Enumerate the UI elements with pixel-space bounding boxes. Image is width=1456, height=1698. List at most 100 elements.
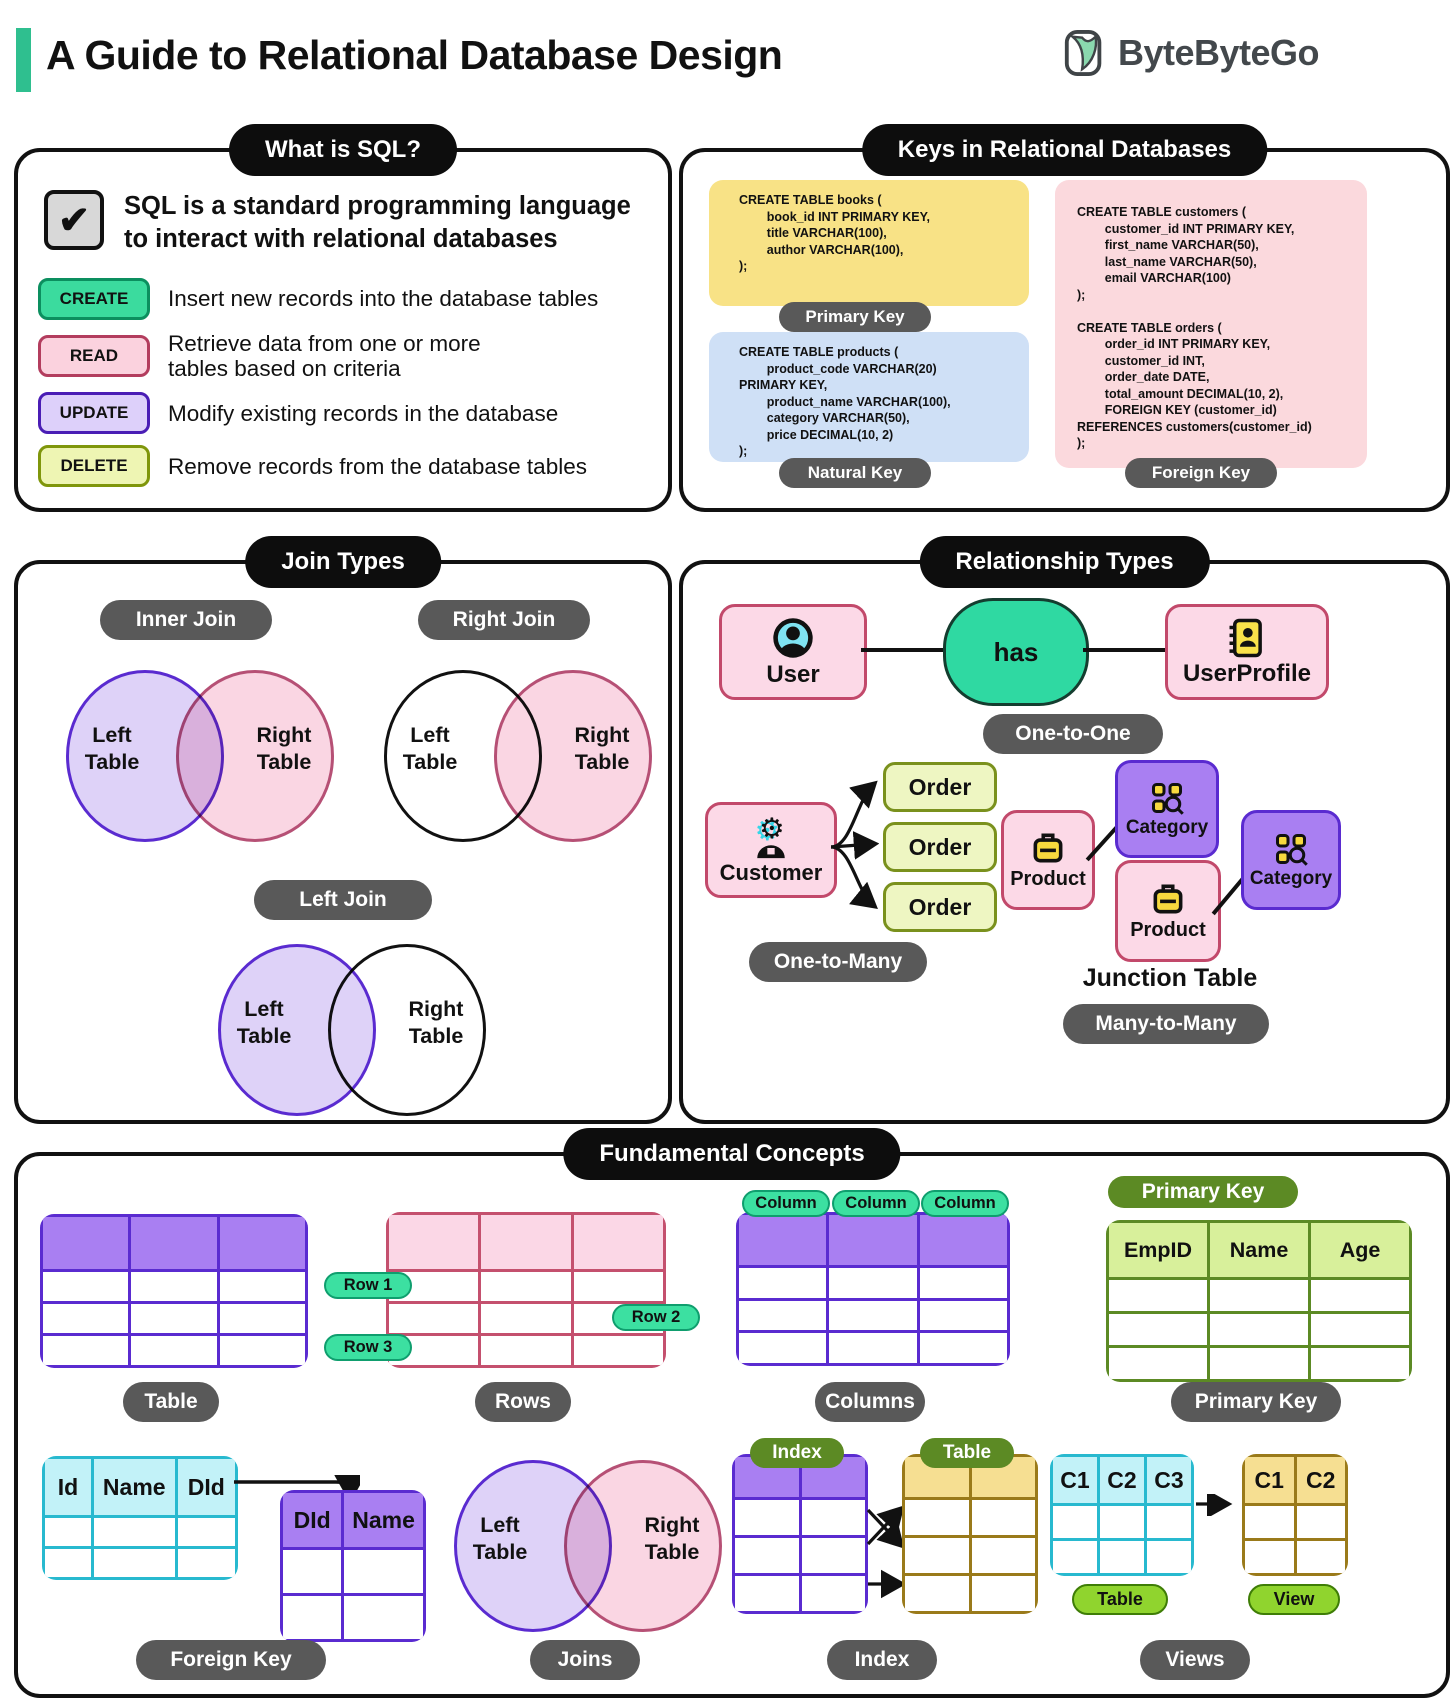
section-title-join-types: Join Types [245,536,441,588]
table-caption-pill: Table [123,1382,219,1422]
fk-source-table: Id Name DId [42,1456,238,1580]
venn-joins: Left Table Right Table [454,1460,722,1632]
col-header: Name [1210,1223,1308,1277]
index-table [732,1454,868,1614]
category-label: Category [1249,867,1333,889]
index-badge: Index [750,1438,844,1468]
column-tag-2: Column [832,1190,920,1217]
col-header: C2 [1100,1457,1144,1503]
accent-bar [16,28,31,92]
customer-label: Customer [719,859,823,885]
views-view-table: C1 C2 [1242,1454,1348,1576]
product-entity-2: Product [1115,860,1221,962]
right-join-pill: Right Join [418,600,590,640]
sql-operations: CREATE Insert new records into the datab… [38,278,648,498]
op-row-delete: DELETE Remove records from the database … [38,445,648,488]
index-target-table [902,1454,1038,1614]
section-title-what-is-sql: What is SQL? [229,124,457,176]
section-title-keys: Keys in Relational Databases [861,124,1268,176]
delete-desc: Remove records from the database tables [168,453,587,479]
left-table-label: Left Table [402,723,458,774]
product-label: Product [1130,919,1206,941]
primary-key-badge: Primary Key [1108,1176,1298,1208]
has-label: has [993,636,1039,667]
briefcase-icon [1149,880,1187,918]
user-entity: User [719,604,867,700]
views-caption-pill: Views [1140,1640,1250,1680]
sql-intro: ✔ SQL is a standard programming language… [44,190,644,255]
natural-key-code: CREATE TABLE products ( product_code VAR… [709,332,1029,462]
col-header: Id [45,1459,91,1515]
svg-text:⚙: ⚙ [755,815,780,847]
row3-tag: Row 3 [324,1334,412,1361]
primary-key-concept-table: EmpID Name Age [1106,1220,1412,1382]
category-entity-2: Category [1241,810,1341,910]
section-keys: Keys in Relational Databases CREATE TABL… [679,124,1450,512]
section-title-fundamental: Fundamental Concepts [563,1128,901,1180]
primary-key-code: CREATE TABLE books ( book_id INT PRIMARY… [709,180,1029,306]
section-relationship-types: Relationship Types User has UserPr [679,536,1450,1124]
delete-badge: DELETE [38,445,150,488]
venn-inner-join: Left Table Right Table [66,670,334,842]
col-header: C2 [1296,1457,1345,1503]
brand-name: ByteByteGo [1118,32,1320,73]
primary-key-pill: Primary Key [779,302,931,332]
section-what-is-sql: What is SQL? ✔ SQL is a standard program… [14,124,672,512]
right-circle [494,670,652,842]
checkbox-icon: ✔ [44,190,104,250]
svg-text:⚙: ⚙ [759,815,784,845]
col-header: Name [94,1459,175,1515]
read-desc: Retrieve data from one or more tables ba… [168,331,481,382]
columns-concept-table [736,1212,1010,1366]
right-table-label: Right Table [644,1513,700,1564]
fk-ref-table: DId Name [280,1490,426,1642]
col-header: EmpID [1109,1223,1207,1277]
product-label: Product [1010,868,1086,890]
left-table-label: Left Table [84,723,140,774]
column-tag-1: Column [742,1190,830,1217]
category-search-icon [1273,831,1309,867]
user-avatar-icon [771,616,815,660]
col-header: Name [344,1493,423,1547]
index-table-badge: Table [920,1438,1014,1468]
col-header: Age [1311,1223,1409,1277]
category-entity-1: Category [1115,760,1219,858]
inner-join-pill: Inner Join [100,600,272,640]
flow-arrows-icon [831,780,879,910]
section-title-relationship-types: Relationship Types [919,536,1210,588]
index-arrows-icon [866,1505,907,1599]
contact-book-icon [1226,617,1268,659]
natural-key-pill: Natural Key [779,458,931,488]
many-to-many-pill: Many-to-Many [1063,1004,1269,1044]
section-fundamental-concepts: Fundamental Concepts Table Row 1 Row 2 R… [14,1128,1450,1698]
op-row-read: READ Retrieve data from one or more tabl… [38,331,648,381]
col-header: DId [177,1459,235,1515]
customer-entity: ⚙ ⚙ Customer [705,802,837,898]
section-join-types: Join Types Inner Join Right Join Left Ta… [14,536,672,1124]
rows-caption-pill: Rows [475,1382,571,1422]
left-table-label: Left Table [236,997,292,1048]
junction-table-label: Junction Table [1082,964,1258,992]
index-caption-pill: Index [827,1640,937,1680]
table-concept-table [40,1214,308,1368]
category-search-icon [1149,780,1185,816]
one-to-many-pill: One-to-Many [749,942,927,982]
brand: ByteByteGo [1062,30,1320,76]
create-desc: Insert new records into the database tab… [168,286,599,312]
order-label: Order [908,893,972,920]
view-arrow-icon [1196,1494,1233,1516]
connector-line [1083,648,1165,652]
userprofile-label: UserProfile [1182,659,1312,687]
venn-right-join: Left Table Right Table [384,670,652,842]
views-source-table: C1 C2 C3 [1050,1454,1194,1576]
support-gear-icon: ⚙ ⚙ [749,815,793,859]
connector-line [861,648,943,652]
has-relationship: has [943,598,1089,706]
order-label: Order [908,773,972,800]
order-entity-3: Order [883,882,997,932]
row2-tag: Row 2 [612,1304,700,1331]
category-label: Category [1125,816,1209,838]
foreign-key-caption-pill: Foreign Key [136,1640,326,1680]
right-circle [328,944,486,1116]
user-label: User [766,660,820,688]
